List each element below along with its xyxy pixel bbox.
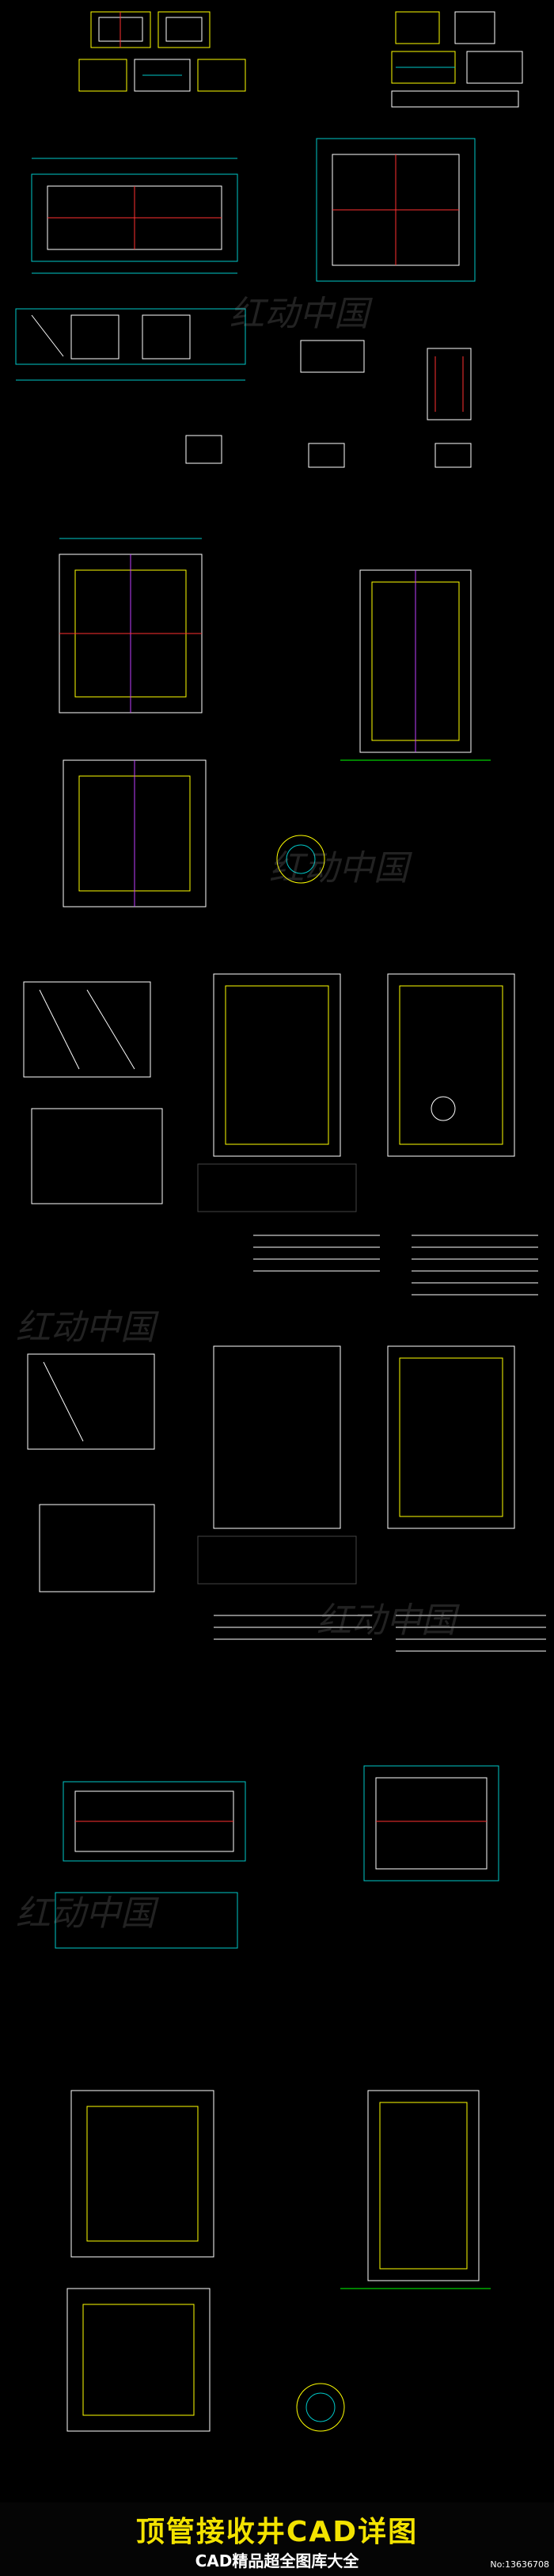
rebar-details-1 <box>185 340 472 468</box>
plan-view-2 <box>15 308 246 381</box>
plan-with-diagonals-2 <box>27 1353 155 1592</box>
plan-view-1 <box>31 158 238 274</box>
section-a-elevation <box>340 569 491 761</box>
plan-view-3 <box>55 1781 246 1949</box>
section-b-plan <box>63 759 325 907</box>
section-c-plan <box>66 2090 214 2432</box>
notes-block-2 <box>214 1615 546 1652</box>
elevation-lower <box>197 1345 515 1585</box>
thumbnail-plan-1 <box>78 11 246 92</box>
banner-title: 顶管接收井CAD详图 <box>135 2516 419 2548</box>
cad-drawing-sheet <box>15 11 546 2432</box>
elevation-left <box>197 973 357 1212</box>
elevation-right <box>387 973 515 1157</box>
title-banner: 顶管接收井CAD详图 CAD精品超全图库大全 No:13636708 <box>0 2502 554 2576</box>
thumbnail-plan-2 <box>391 11 523 108</box>
section-lower-right <box>363 1765 499 1882</box>
section-a-plan <box>59 538 203 713</box>
section-c-elevation <box>296 2090 491 2432</box>
section-upper-right <box>316 138 476 282</box>
serial-number: No:13636708 <box>490 2559 549 2570</box>
notes-block-1 <box>253 1235 538 1296</box>
banner-subtitle: CAD精品超全图库大全 <box>195 2551 359 2570</box>
plan-with-diagonals <box>23 981 163 1204</box>
